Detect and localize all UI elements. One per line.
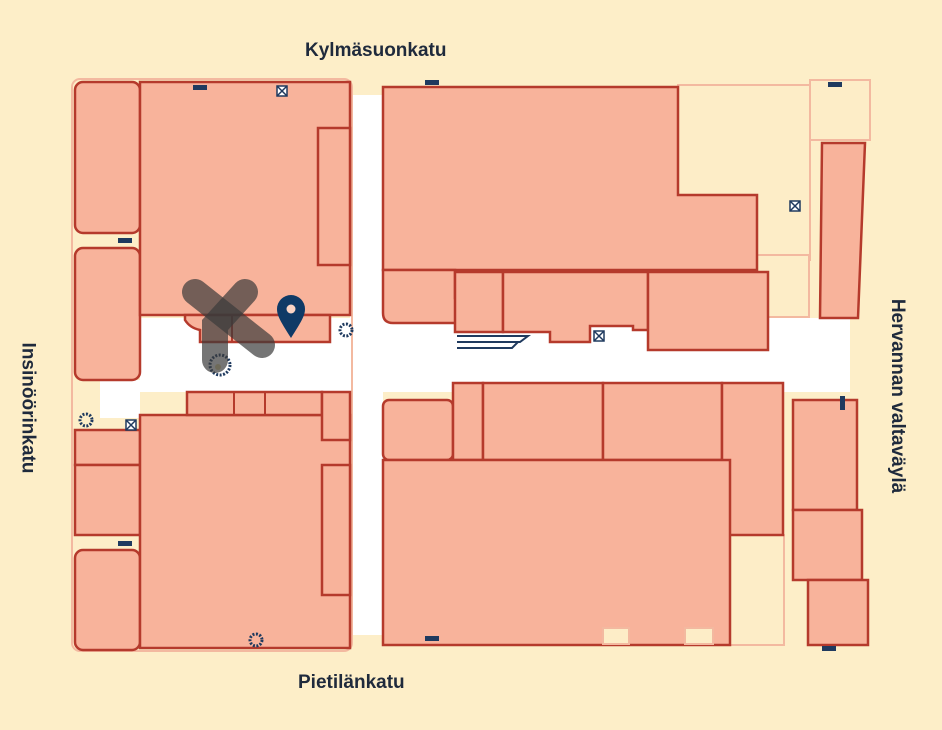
entrance [602,627,630,645]
map-pin-icon[interactable] [277,295,305,338]
shop-unit[interactable] [818,141,867,320]
shop-unit[interactable] [320,390,352,442]
shop-unit[interactable] [73,548,142,652]
shop-unit[interactable] [481,381,605,462]
shop-unit[interactable] [381,398,455,462]
escalator-icon [457,335,531,349]
shop-unit[interactable] [451,381,485,462]
shop-unit[interactable] [316,126,352,267]
elevator-icon [125,85,801,431]
x-mark [182,279,275,373]
shop-unit[interactable] [73,80,142,235]
shop-unit[interactable] [381,458,732,647]
building-outline [71,78,353,652]
shop-unit[interactable] [453,270,505,334]
shop-unit[interactable] [806,578,870,647]
shop-unit[interactable] [73,428,142,467]
street-label-east: Hervannan valtaväylä [887,298,909,494]
service-area [809,79,871,141]
shop-unit[interactable] [601,381,724,462]
street-label-west: Insinöörinkatu [17,342,39,474]
entrance [684,627,714,645]
shop-unit[interactable] [73,246,142,382]
shop-unit[interactable] [185,390,324,417]
service-area [721,534,785,646]
shop-unit[interactable] [646,270,770,352]
shop-unit[interactable] [73,463,142,537]
corridor [100,95,850,635]
door-icon [118,80,845,651]
shop-unit[interactable] [381,268,467,325]
shop-unit[interactable] [138,413,352,650]
shop-unit[interactable] [320,463,352,597]
shop-unit[interactable] [791,508,864,582]
street-label-south: Pietilänkatu [298,672,405,693]
street-label-north: Kylmäsuonkatu [305,40,447,61]
shop-unit[interactable] [791,398,859,512]
